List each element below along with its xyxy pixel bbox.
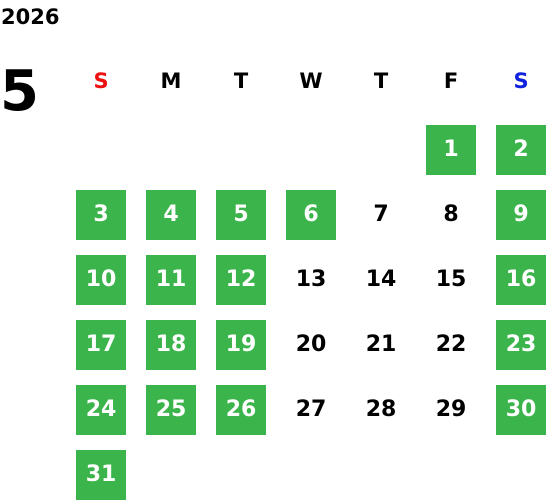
day-cell-4[interactable]: 4 [146, 190, 196, 240]
year-label: 2026 [1, 5, 60, 29]
day-cell-19[interactable]: 19 [216, 320, 266, 370]
weekday-wednesday: W [299, 69, 323, 93]
day-cell-5[interactable]: 5 [216, 190, 266, 240]
day-cell-17[interactable]: 17 [76, 320, 126, 370]
day-cell-22[interactable]: 22 [435, 332, 467, 357]
day-cell-10[interactable]: 10 [76, 255, 126, 305]
day-cell-28[interactable]: 28 [365, 397, 397, 422]
day-cell-31[interactable]: 31 [76, 450, 126, 500]
weekday-tuesday: T [233, 69, 249, 93]
day-cell-16[interactable]: 16 [496, 255, 546, 305]
weekday-thursday: T [373, 69, 389, 93]
day-cell-24[interactable]: 24 [76, 385, 126, 435]
day-cell-25[interactable]: 25 [146, 385, 196, 435]
day-cell-13[interactable]: 13 [295, 267, 327, 292]
day-cell-11[interactable]: 11 [146, 255, 196, 305]
day-cell-21[interactable]: 21 [365, 332, 397, 357]
day-cell-2[interactable]: 2 [496, 125, 546, 175]
day-cell-1[interactable]: 1 [426, 125, 476, 175]
day-cell-27[interactable]: 27 [295, 397, 327, 422]
day-cell-18[interactable]: 18 [146, 320, 196, 370]
day-cell-29[interactable]: 29 [435, 397, 467, 422]
day-cell-12[interactable]: 12 [216, 255, 266, 305]
day-cell-26[interactable]: 26 [216, 385, 266, 435]
month-number: 5 [0, 59, 39, 124]
day-cell-20[interactable]: 20 [295, 332, 327, 357]
day-cell-7[interactable]: 7 [373, 202, 389, 227]
day-cell-9[interactable]: 9 [496, 190, 546, 240]
weekday-sunday: S [93, 69, 109, 93]
weekday-monday: M [160, 69, 182, 93]
weekday-friday: F [443, 69, 459, 93]
day-cell-8[interactable]: 8 [443, 202, 459, 227]
day-cell-14[interactable]: 14 [365, 267, 397, 292]
day-cell-23[interactable]: 23 [496, 320, 546, 370]
weekday-saturday: S [513, 69, 529, 93]
day-cell-3[interactable]: 3 [76, 190, 126, 240]
day-cell-15[interactable]: 15 [435, 267, 467, 292]
day-cell-6[interactable]: 6 [286, 190, 336, 240]
day-cell-30[interactable]: 30 [496, 385, 546, 435]
